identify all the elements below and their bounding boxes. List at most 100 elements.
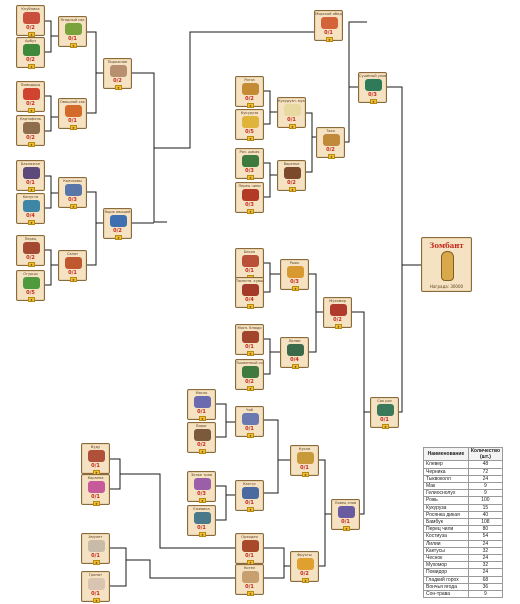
ingredient-quantity: 9 — [467, 482, 504, 491]
ingredient-quantity: 40 — [467, 510, 504, 520]
ingredient-quantity: 54 — [467, 532, 504, 541]
level-badge: ★ — [247, 136, 254, 141]
cauldron-icon — [242, 571, 259, 583]
level-badge: ★ — [370, 99, 377, 104]
rose-juice-icon — [377, 404, 394, 416]
item-card[interactable]: Таинств. кувшин0/4★ — [235, 277, 264, 309]
jar-icon — [242, 284, 259, 296]
level-badge: ★ — [328, 154, 335, 159]
ingredient-name: Костиуза — [423, 532, 469, 541]
level-badge: ★ — [199, 449, 206, 454]
watermelon-icon — [23, 44, 40, 56]
level-badge: ★ — [247, 209, 254, 214]
cucumber-icon — [23, 277, 40, 289]
ingredient-name: Мак — [423, 482, 469, 491]
reward-label: Награда: 30000 — [429, 284, 464, 289]
fruit-icon — [297, 558, 314, 570]
basket-icon — [88, 481, 105, 493]
crate-icon — [110, 215, 127, 227]
ingredient-name: Перец чили — [423, 525, 469, 534]
ingredient-name: Гелиоснолух — [423, 489, 469, 498]
ingredient-name: Клевер — [423, 460, 469, 469]
level-badge: ★ — [28, 220, 35, 225]
level-badge: ★ — [70, 204, 77, 209]
strawberry-icon — [23, 12, 40, 24]
ingredient-quantity: 108 — [467, 518, 504, 527]
ingredient-quantity: 24 — [467, 568, 504, 577]
level-badge: ★ — [302, 578, 309, 583]
jam-icon — [284, 167, 301, 179]
ingredient-name: Рожь — [423, 496, 469, 505]
ingredient-quantity: 9 — [467, 590, 504, 599]
doll-icon — [297, 452, 314, 464]
taco-icon — [323, 134, 340, 146]
ingredient-quantity: 15 — [467, 503, 504, 512]
level-badge: ★ — [115, 235, 122, 240]
ingredient-name: Тыквоколл — [423, 474, 469, 484]
eggplant-icon — [23, 167, 40, 179]
final-reward-card[interactable]: Зомбант Награда: 30000 — [421, 237, 472, 292]
herb-potion-icon — [194, 478, 211, 490]
level-badge: ★ — [199, 532, 206, 537]
level-badge: ★ — [326, 37, 333, 42]
chili-icon — [242, 189, 259, 201]
level-badge: ★ — [247, 175, 254, 180]
salad-icon — [65, 257, 82, 269]
level-badge: ★ — [382, 424, 389, 429]
